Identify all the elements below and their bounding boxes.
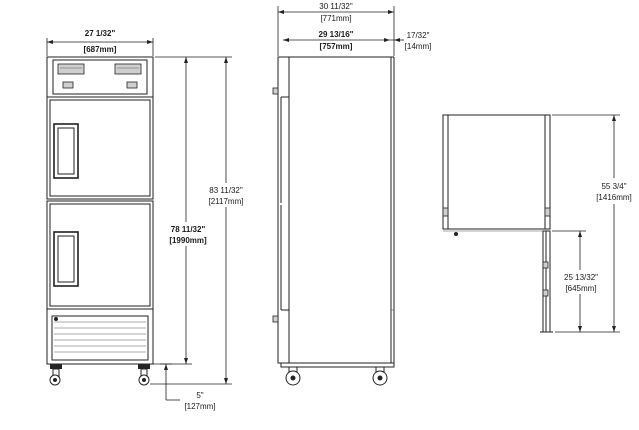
swing-bottom-height-mm: [645mm] bbox=[565, 284, 596, 293]
side-overall-depth-mm: [771mm] bbox=[320, 14, 351, 23]
swing-top-height-mm: [1416mm] bbox=[596, 193, 632, 202]
front-width-in: 27 1/32" bbox=[85, 29, 116, 38]
front-view: 27 1/32" [687mm] bbox=[46, 29, 247, 411]
front-height-in: 83 11/32" bbox=[209, 186, 243, 195]
side-view: 30 11/32" [771mm] 29 13/16" [757mm] 17/3… bbox=[272, 2, 432, 386]
side-cabinet-depth-in: 29 13/16" bbox=[319, 30, 354, 39]
swing-top-height-in: 55 3/4" bbox=[601, 182, 626, 191]
front-height-mm: [2117mm] bbox=[209, 197, 244, 206]
side-overall-depth-in: 30 11/32" bbox=[319, 2, 353, 11]
side-door-mm: [14mm] bbox=[405, 42, 432, 51]
front-body-height-in: 78 11/32" bbox=[171, 225, 206, 234]
front-caster-mm: [127mm] bbox=[184, 402, 215, 411]
swing-bottom-height-in: 25 13/32" bbox=[564, 273, 598, 282]
door-swing-view: 55 3/4" [1416mm] 25 13/32" [645mm] bbox=[442, 114, 636, 333]
front-body-height-mm: [1990mm] bbox=[169, 236, 207, 245]
side-door-in: 17/32" bbox=[407, 31, 430, 40]
side-cabinet-depth-mm: [757mm] bbox=[320, 42, 353, 51]
front-caster-in: 5" bbox=[196, 391, 203, 400]
front-width-mm: [687mm] bbox=[84, 45, 117, 54]
